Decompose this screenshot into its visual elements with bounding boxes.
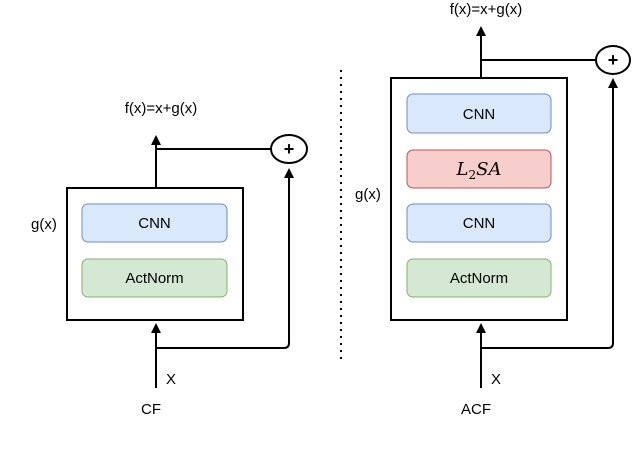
- acf-cnn-box-bottom: [406, 203, 552, 243]
- acf-cnn-label-bottom: CNN: [463, 215, 496, 232]
- acf-g-label: g(x): [355, 186, 381, 203]
- cf-output-label: f(x)=x+g(x): [125, 100, 198, 117]
- acf-l2sa-label: L2SA: [456, 159, 502, 182]
- cf-caption: CF: [141, 401, 161, 418]
- acf-actnorm-label: ActNorm: [450, 270, 508, 287]
- acf-cnn-box-top: [406, 93, 552, 134]
- cf-g-label: g(x): [31, 216, 57, 233]
- acf-skip-connection: [481, 78, 618, 349]
- cf-actnorm-box: [81, 258, 228, 298]
- cf-cnn-box: [81, 203, 228, 243]
- acf-l2sa-box: [406, 149, 552, 189]
- acf-input-label: X: [491, 371, 501, 388]
- acf-cnn-label-top: CNN: [463, 106, 496, 123]
- cf-plus-symbol: +: [284, 139, 295, 159]
- cf-skip-connection: [156, 168, 294, 349]
- acf-diagram: f(x)=x+g(x) g(x) CNN L2SA CNN ActNorm + …: [355, 1, 631, 418]
- cf-plus-circle: [270, 134, 308, 164]
- acf-actnorm-box: [406, 258, 552, 298]
- acf-plus-symbol: +: [608, 50, 619, 70]
- acf-plus-circle: [595, 45, 631, 75]
- acf-l2sa-rest: SA: [476, 159, 501, 180]
- cf-cnn-label: CNN: [138, 215, 171, 232]
- cf-input-label: X: [166, 371, 176, 388]
- acf-caption: ACF: [461, 401, 491, 418]
- acf-output-label: f(x)=x+g(x): [450, 1, 523, 18]
- cf-actnorm-label: ActNorm: [125, 270, 183, 287]
- acf-l2sa-main: L: [456, 159, 469, 180]
- acf-l2sa-sub: 2: [468, 168, 476, 182]
- cf-diagram: f(x)=x+g(x) g(x) CNN ActNorm + X CF: [31, 100, 308, 418]
